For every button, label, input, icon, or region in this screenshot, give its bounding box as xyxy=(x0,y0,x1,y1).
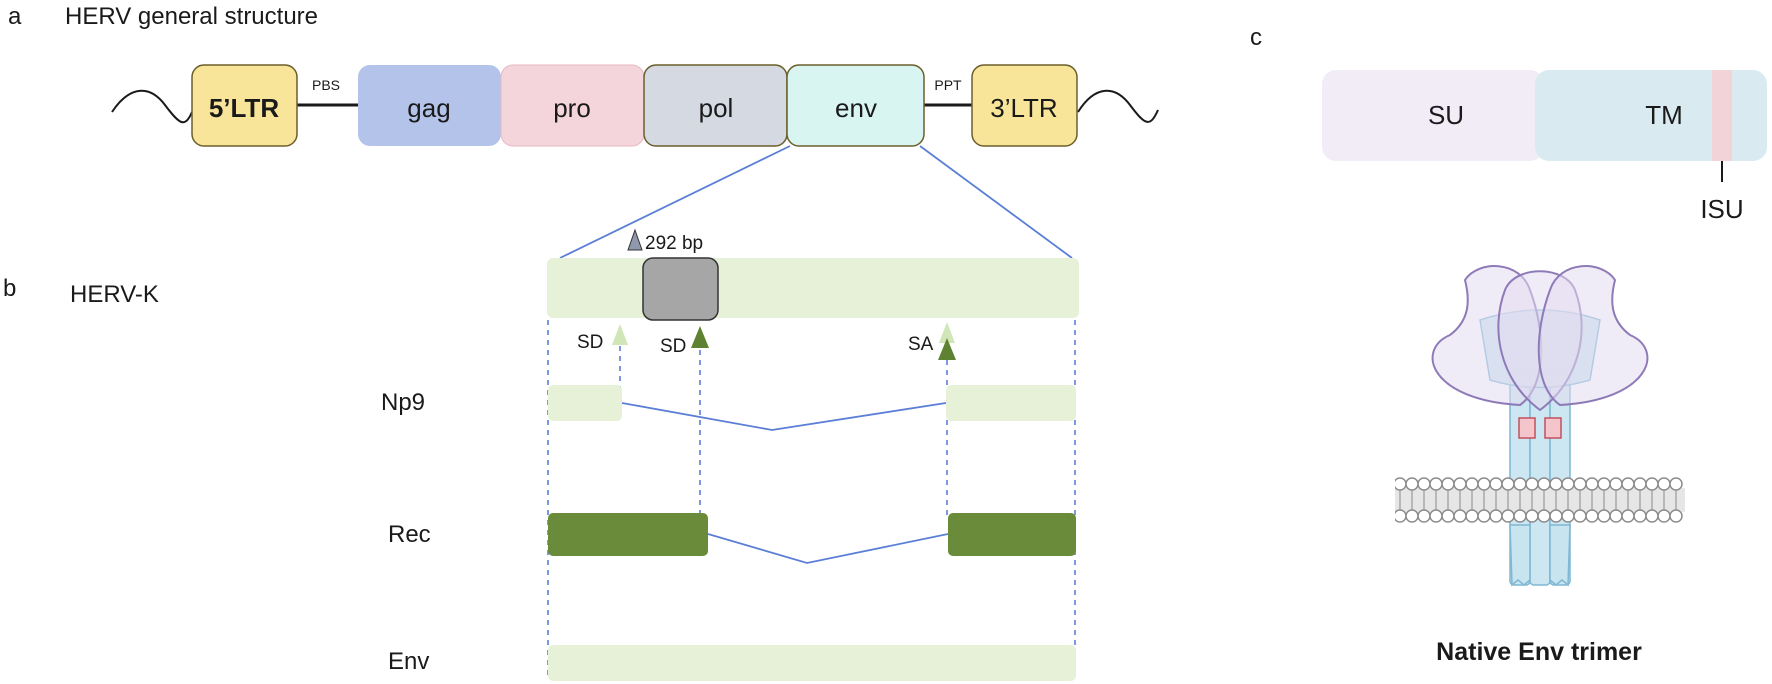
sa-marker-light-icon xyxy=(939,322,955,343)
env-row-label: Env xyxy=(388,648,429,675)
deletion-marker-icon xyxy=(627,228,643,251)
panel-a-title: HERV general structure xyxy=(65,3,318,30)
zoom-line-left xyxy=(559,145,791,259)
sa-label: SA xyxy=(908,334,934,355)
panel-c-letter: c xyxy=(1250,24,1262,51)
deletion-292bp-box xyxy=(642,257,719,321)
ltr5-label: 5’LTR xyxy=(209,93,280,123)
rec-exon-1 xyxy=(548,513,708,556)
pol-label: pol xyxy=(699,93,734,123)
ltr3-box xyxy=(971,64,1078,147)
membrane-heads xyxy=(1395,477,1683,523)
membrane-core xyxy=(1395,488,1685,512)
rec-splice-line xyxy=(707,533,949,564)
np9-exon-2 xyxy=(946,385,1076,421)
ltr5-box xyxy=(191,64,298,147)
rec-label: Rec xyxy=(388,521,431,548)
panel-c: c SU TM ISU xyxy=(1250,24,1767,666)
np9-splice-line xyxy=(621,402,947,431)
tm-label: TM xyxy=(1645,100,1683,130)
isu-marker-left xyxy=(1518,417,1536,439)
zoom-line-right xyxy=(919,145,1073,259)
pbs-label: PBS xyxy=(312,77,340,93)
panel-a: a HERV general structure PBS PPT 5’LTR g… xyxy=(8,3,1159,259)
sd1-marker-icon xyxy=(612,324,628,345)
trimer-caption: Native Env trimer xyxy=(1436,638,1642,666)
su-domain xyxy=(1322,70,1544,161)
rec-exon-2 xyxy=(948,513,1076,556)
np9-label: Np9 xyxy=(381,389,425,416)
gag-box xyxy=(358,65,501,146)
np9-exon-1 xyxy=(548,385,622,421)
ppt-label: PPT xyxy=(934,77,962,93)
lipid-membrane xyxy=(1395,477,1685,523)
tail-left xyxy=(1509,524,1531,587)
panel-b-title: HERV-K xyxy=(70,281,159,308)
env-label: env xyxy=(835,93,877,123)
panel-b-letter: b xyxy=(3,275,16,302)
su-lobes xyxy=(1431,265,1649,412)
su-label: SU xyxy=(1428,100,1464,130)
ltr3-label: 3’LTR xyxy=(990,93,1057,123)
env-transcript xyxy=(548,645,1076,681)
isu-segment xyxy=(1712,70,1732,161)
membrane-tails xyxy=(1399,485,1677,515)
guide-lines xyxy=(547,320,1076,680)
sa-marker-dark-icon xyxy=(938,338,956,360)
isu-marker-right xyxy=(1544,417,1562,439)
flanking-dna-right xyxy=(1077,89,1159,123)
sd2-label: SD xyxy=(660,336,686,357)
gag-label: gag xyxy=(407,93,450,123)
env-trimer-illustration xyxy=(1395,265,1685,587)
tm-domain xyxy=(1535,70,1767,161)
sd1-label: SD xyxy=(577,332,603,353)
env-box xyxy=(786,64,925,147)
herv-k-env-bar xyxy=(547,258,1079,318)
pro-label: pro xyxy=(553,93,591,123)
su-lobe-right xyxy=(1537,265,1649,407)
isu-label: ISU xyxy=(1700,194,1743,224)
flanking-dna-left xyxy=(111,89,193,124)
sd2-marker-icon xyxy=(691,326,709,348)
tail-right xyxy=(1549,524,1571,587)
deletion-label: 292 bp xyxy=(645,233,703,254)
panel-a-letter: a xyxy=(8,3,22,30)
panel-b: b HERV-K 292 bp SD SD SA Np9 Rec xyxy=(3,228,1079,681)
cytoplasmic-tails xyxy=(1509,524,1571,587)
